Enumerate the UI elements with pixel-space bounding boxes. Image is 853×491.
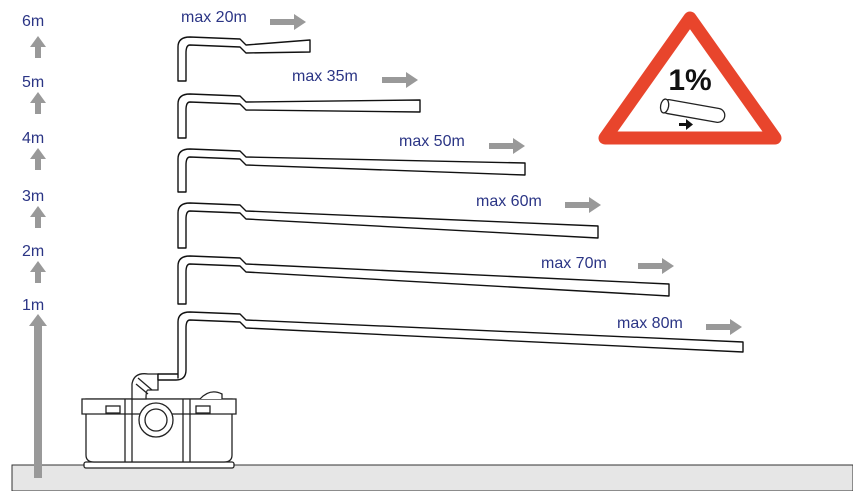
run-arrow-icon xyxy=(382,72,418,88)
pipe-run-max-80m xyxy=(157,311,744,381)
height-label-1m: 1m xyxy=(22,297,45,314)
height-arrow-2m xyxy=(30,261,46,283)
pipe-run-max-70m xyxy=(177,255,670,305)
height-label-5m: 5m xyxy=(22,74,45,91)
pipe-runs xyxy=(157,36,744,381)
pipe-run-max-35m xyxy=(177,93,421,139)
pipe-run-max-50m xyxy=(177,148,526,193)
run-arrows xyxy=(270,14,742,335)
warning-triangle xyxy=(598,11,782,145)
height-arrow-1m xyxy=(29,314,47,478)
pump-outlet-elbow xyxy=(131,373,159,400)
run-arrow-icon xyxy=(638,258,674,274)
run-arrow-icon xyxy=(565,197,601,213)
run-label-max-60m: max 60m xyxy=(476,193,542,210)
pump-unit xyxy=(81,373,237,469)
height-arrow-4m xyxy=(30,148,46,170)
height-label-4m: 4m xyxy=(22,130,45,147)
height-arrow-3m xyxy=(30,206,46,228)
flow-direction-icon xyxy=(679,119,693,130)
height-label-3m: 3m xyxy=(22,188,45,205)
run-arrow-icon xyxy=(489,138,525,154)
slope-warning-sign xyxy=(598,11,782,145)
height-arrow-6m xyxy=(30,36,46,58)
pump-foot xyxy=(83,461,235,469)
height-label-6m: 6m xyxy=(22,13,45,30)
floor xyxy=(11,464,853,491)
run-arrow-icon xyxy=(270,14,306,30)
run-label-max-35m: max 35m xyxy=(292,68,358,85)
height-label-2m: 2m xyxy=(22,243,45,260)
run-label-max-70m: max 70m xyxy=(541,255,607,272)
pipe-slope-icon xyxy=(659,98,726,124)
run-arrow-icon xyxy=(706,319,742,335)
run-label-max-20m: max 20m xyxy=(181,9,247,26)
slope-percent-text: 1% xyxy=(668,64,712,97)
height-arrow-5m xyxy=(30,92,46,114)
pipe-run-max-20m xyxy=(177,36,311,82)
height-scale xyxy=(29,36,47,478)
run-label-max-50m: max 50m xyxy=(399,133,465,150)
run-label-max-80m: max 80m xyxy=(617,315,683,332)
pipe-run-max-60m xyxy=(177,202,599,249)
